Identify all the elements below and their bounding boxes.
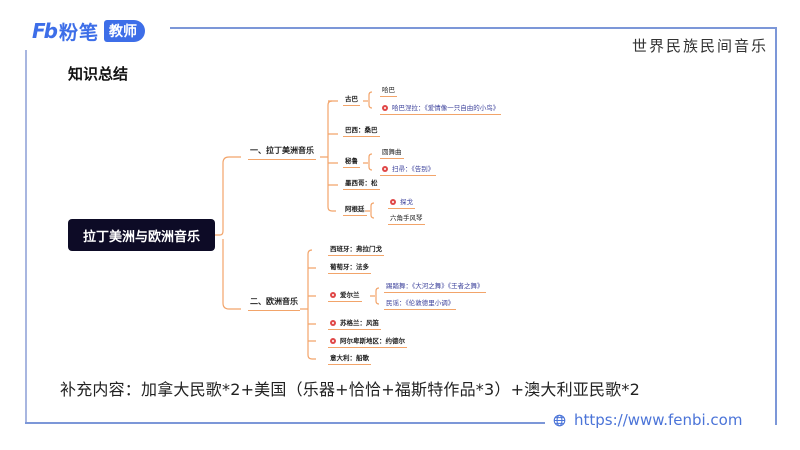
node-scotland: 苏格兰：风笛 [328,317,381,330]
node-spain: 西班牙：弗拉门戈 [328,243,384,256]
marker-icon [390,199,396,205]
node-peru: 秘鲁 [343,155,360,168]
node-ireland-tapdance: 踢踏舞：《大河之舞》《王者之舞》 [384,280,486,293]
website-link[interactable]: https://www.fenbi.com [553,411,742,429]
node-italy: 意大利：船歌 [328,352,371,365]
node-cuba-haba: 哈巴 [380,84,397,97]
logo-text: 粉笔 [58,21,99,44]
marker-icon [330,292,336,298]
logo-badge: 教师 [104,20,145,42]
fenbi-logo: Fb 粉笔 教师 [32,19,145,44]
logo-mark: Fb [32,19,58,43]
node-ireland: 爱尔兰 [328,289,362,302]
marker-icon [330,320,336,326]
subject-title: 世界民族民间音乐 [631,37,768,55]
marker-icon [330,338,336,344]
node-mexico: 墨西哥：松 [343,177,380,190]
website-url[interactable]: https://www.fenbi.com [574,411,743,429]
node-cuba-habanera: 哈巴涅拉：《爱情像一只自由的小鸟》 [380,102,502,115]
section-title: 知识总结 [68,65,129,83]
supplement-note: 补充内容：加拿大民歌*2+美国（乐器+恰恰+福斯特作品*3）+澳大利亚民歌*2 [60,380,640,399]
branch-europe: 二、欧洲音乐 [248,296,300,311]
node-ireland-ballad: 民谣：《伦敦德里小调》 [384,297,457,310]
node-portugal: 葡萄牙：法多 [328,261,371,274]
frame-top-line [170,27,776,29]
node-argentina: 阿根廷 [343,203,367,216]
node-alps: 阿尔卑斯地区：约德尔 [328,335,407,348]
node-cuba: 古巴 [343,93,360,106]
mindmap-root: 拉丁美洲与欧洲音乐 [68,219,215,251]
node-argentina-tango: 探戈 [388,196,415,209]
frame-bottom-line [25,422,545,424]
globe-icon [553,414,566,426]
marker-icon [382,105,388,111]
node-peru-waltz: 圆舞曲 [380,146,404,159]
node-argentina-bandoneon: 六角手风琴 [388,212,425,225]
marker-icon [382,166,388,172]
branch-latin-america: 一、拉丁美洲音乐 [248,145,316,160]
frame-left-line [25,50,27,423]
node-brazil: 巴西：桑巴 [343,124,380,137]
frame-right-line [775,27,777,425]
node-peru-broom: 扫帚：《告别》 [380,163,437,176]
